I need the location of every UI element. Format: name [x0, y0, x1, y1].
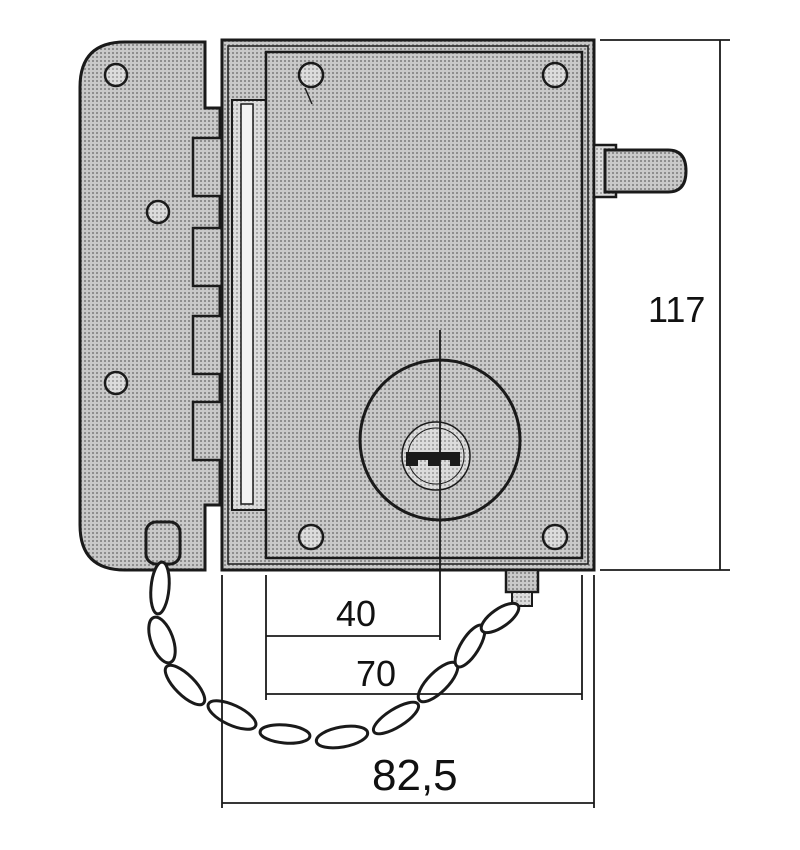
cover-screw: [541, 523, 569, 551]
height-dimension-label: 117: [648, 289, 705, 330]
screw-hole: [145, 199, 171, 225]
case-width-dimension-label: 70: [356, 653, 396, 694]
screw-hole: [103, 62, 129, 88]
screw-hole: [103, 370, 129, 396]
cover-screw: [297, 61, 325, 89]
bolt: [592, 143, 688, 199]
edge-rail-slot: [240, 103, 254, 505]
dimension-lines: [221, 39, 730, 808]
hinge-tab: [191, 314, 225, 376]
door-chain: [144, 520, 521, 750]
chain-catch: [504, 568, 540, 607]
hinge-tab: [191, 226, 225, 288]
cover-screw: [541, 61, 569, 89]
cover-screw: [297, 523, 325, 551]
hinge-tab: [191, 400, 225, 462]
hinge-tab: [191, 136, 225, 198]
chain-anchor: [144, 520, 182, 566]
overall-width-dimension-label: 82,5: [372, 751, 458, 800]
keyway: [406, 452, 460, 466]
cylinder-offset-dimension-label: 40: [336, 593, 376, 634]
mounting-plate: [78, 40, 225, 572]
